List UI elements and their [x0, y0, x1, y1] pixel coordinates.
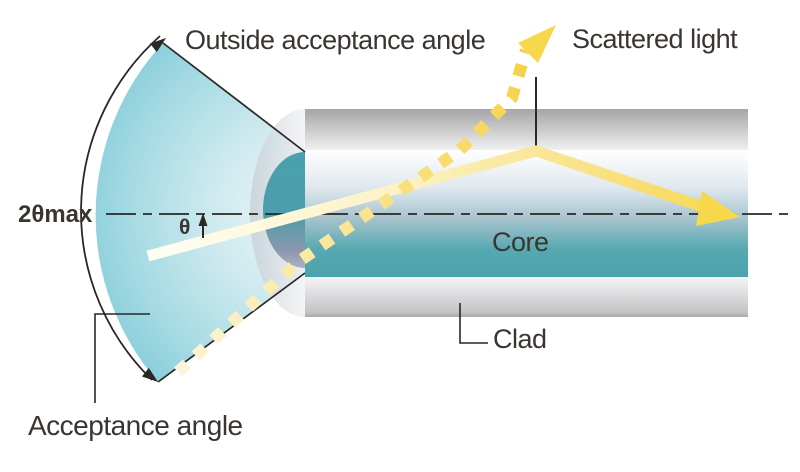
scattered-light-ray — [173, 25, 556, 377]
label-acceptance-angle: Acceptance angle — [28, 410, 243, 441]
clad-leader-line — [459, 303, 488, 344]
core-entrance-dome — [263, 152, 305, 268]
clad-top-band — [305, 109, 748, 150]
label-two-theta-max: 2θmax — [18, 201, 93, 228]
guided-light-ray — [146, 145, 740, 262]
guided-ray-arrowhead-icon — [696, 191, 740, 226]
label-theta: θ — [179, 216, 190, 239]
indicator-arc — [80, 35, 161, 381]
label-core: Core — [492, 227, 549, 257]
two-theta-max-arc — [80, 35, 166, 382]
label-clad: Clad — [493, 324, 547, 354]
arc-arrowhead-top-icon — [150, 38, 166, 53]
cone-upper-edge-line — [162, 42, 306, 153]
label-outside-acceptance-angle: Outside acceptance angle — [185, 25, 485, 55]
theta-arrowhead-up-icon — [198, 213, 208, 226]
label-scattered-light: Scattered light — [572, 24, 738, 54]
scattered-ray-arrowhead-icon — [518, 25, 556, 63]
guided-ray-path — [146, 145, 708, 262]
acceptance-angle-leader-line — [94, 313, 150, 403]
theta-angle-marker — [198, 213, 208, 238]
clad-bottom-band — [305, 277, 748, 317]
arc-arrowhead-bottom-icon — [142, 367, 158, 382]
